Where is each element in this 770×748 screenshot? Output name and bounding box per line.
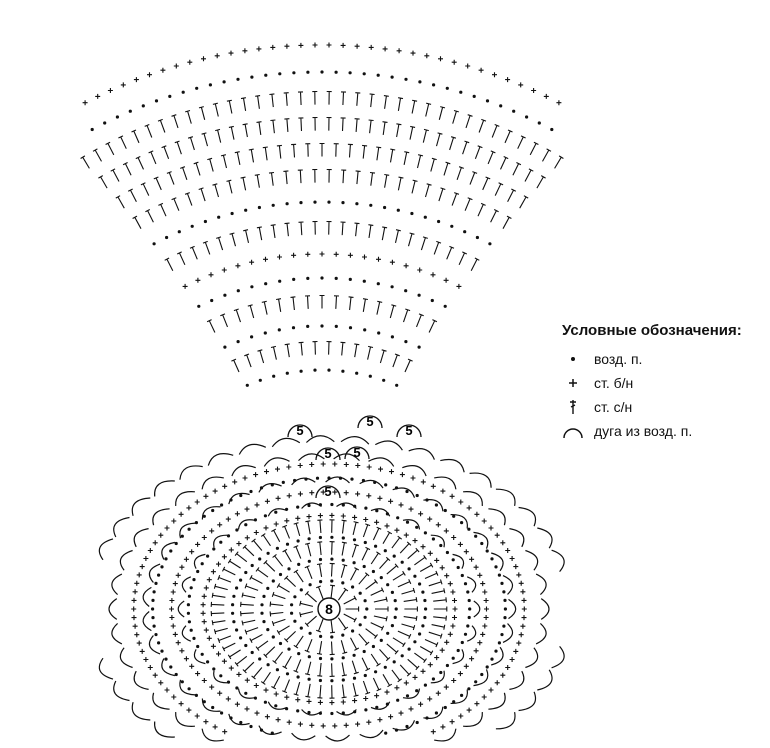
legend-item-single-crochet: ст. б/н: [562, 371, 762, 395]
legend-item-chain-arc: дуга из возд. п.: [562, 419, 762, 443]
legend-label: ст. с/н: [594, 399, 633, 415]
scallop-arcs: [98, 435, 565, 742]
arc-label-4: 5: [344, 445, 370, 460]
legend: Условные обозначения: возд. п. ст. б/н с…: [562, 322, 762, 443]
round-medallion: [131, 461, 527, 735]
svg-text:5: 5: [296, 423, 303, 438]
count-labels: 8 5 5 5 5 5 5: [287, 414, 422, 621]
arc-label-1: 5: [357, 414, 383, 429]
legend-label: ст. б/н: [594, 375, 634, 391]
arc-label-2: 5: [396, 423, 422, 438]
svg-text:5: 5: [366, 414, 373, 429]
single-crochet-icon: [562, 373, 584, 393]
arc-label-3: 5: [315, 446, 341, 461]
legend-label: дуга из возд. п.: [594, 423, 693, 439]
legend-title: Условные обозначения:: [562, 322, 742, 339]
svg-text:5: 5: [405, 423, 412, 438]
legend-item-double-crochet: ст. с/н: [562, 395, 762, 419]
arc-label-6: 5: [287, 423, 313, 438]
fan-section: [80, 42, 564, 387]
legend-item-chain: возд. п.: [562, 347, 762, 371]
svg-text:5: 5: [353, 445, 360, 460]
chain-arc-icon: [562, 421, 584, 441]
legend-label: возд. п.: [594, 351, 643, 367]
double-crochet-icon: [562, 397, 584, 417]
chain-dot-icon: [562, 349, 584, 369]
center-ring: 8: [317, 597, 341, 621]
svg-text:5: 5: [324, 446, 331, 461]
arc-label-5: 5: [315, 484, 341, 499]
svg-text:5: 5: [324, 484, 331, 499]
center-ring-count: 8: [325, 601, 333, 617]
